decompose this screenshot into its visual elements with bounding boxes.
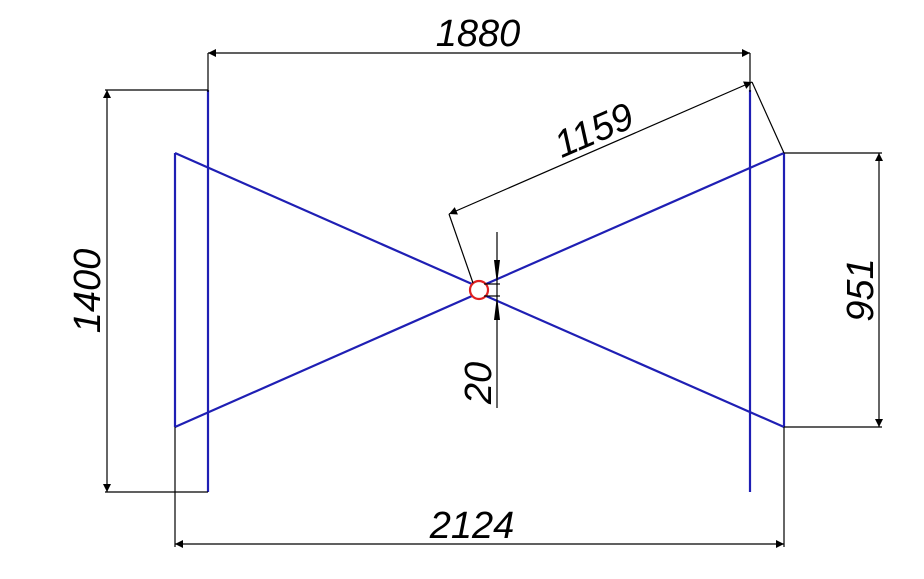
dimension-lines: [103, 49, 883, 548]
diagonal-dimension-line: [448, 81, 753, 215]
left-lower-arm: [174, 294, 473, 429]
right-height-label: 951: [840, 258, 882, 321]
feed-point: [468, 279, 490, 301]
diagonal-extension-right: [751, 81, 785, 154]
right-upper-arm: [485, 151, 785, 286]
top-width-label: 1880: [436, 13, 521, 55]
diagonal-length-label: 1159: [548, 95, 640, 166]
antenna-geometry: [173, 90, 786, 492]
feed-point-circle: [468, 279, 490, 301]
bottom-width-label: 2124: [429, 505, 515, 547]
left-upper-arm: [174, 151, 473, 286]
feed-gap-label: 20: [458, 362, 500, 405]
diagonal-extension-left: [448, 213, 474, 284]
dimension-labels: 1880 2124 1400 951 20 1159: [67, 13, 882, 547]
left-height-label: 1400: [67, 249, 109, 334]
gap-arrow-top: [494, 260, 500, 284]
gap-arrow-bottom: [494, 296, 500, 320]
right-lower-arm: [485, 294, 785, 429]
